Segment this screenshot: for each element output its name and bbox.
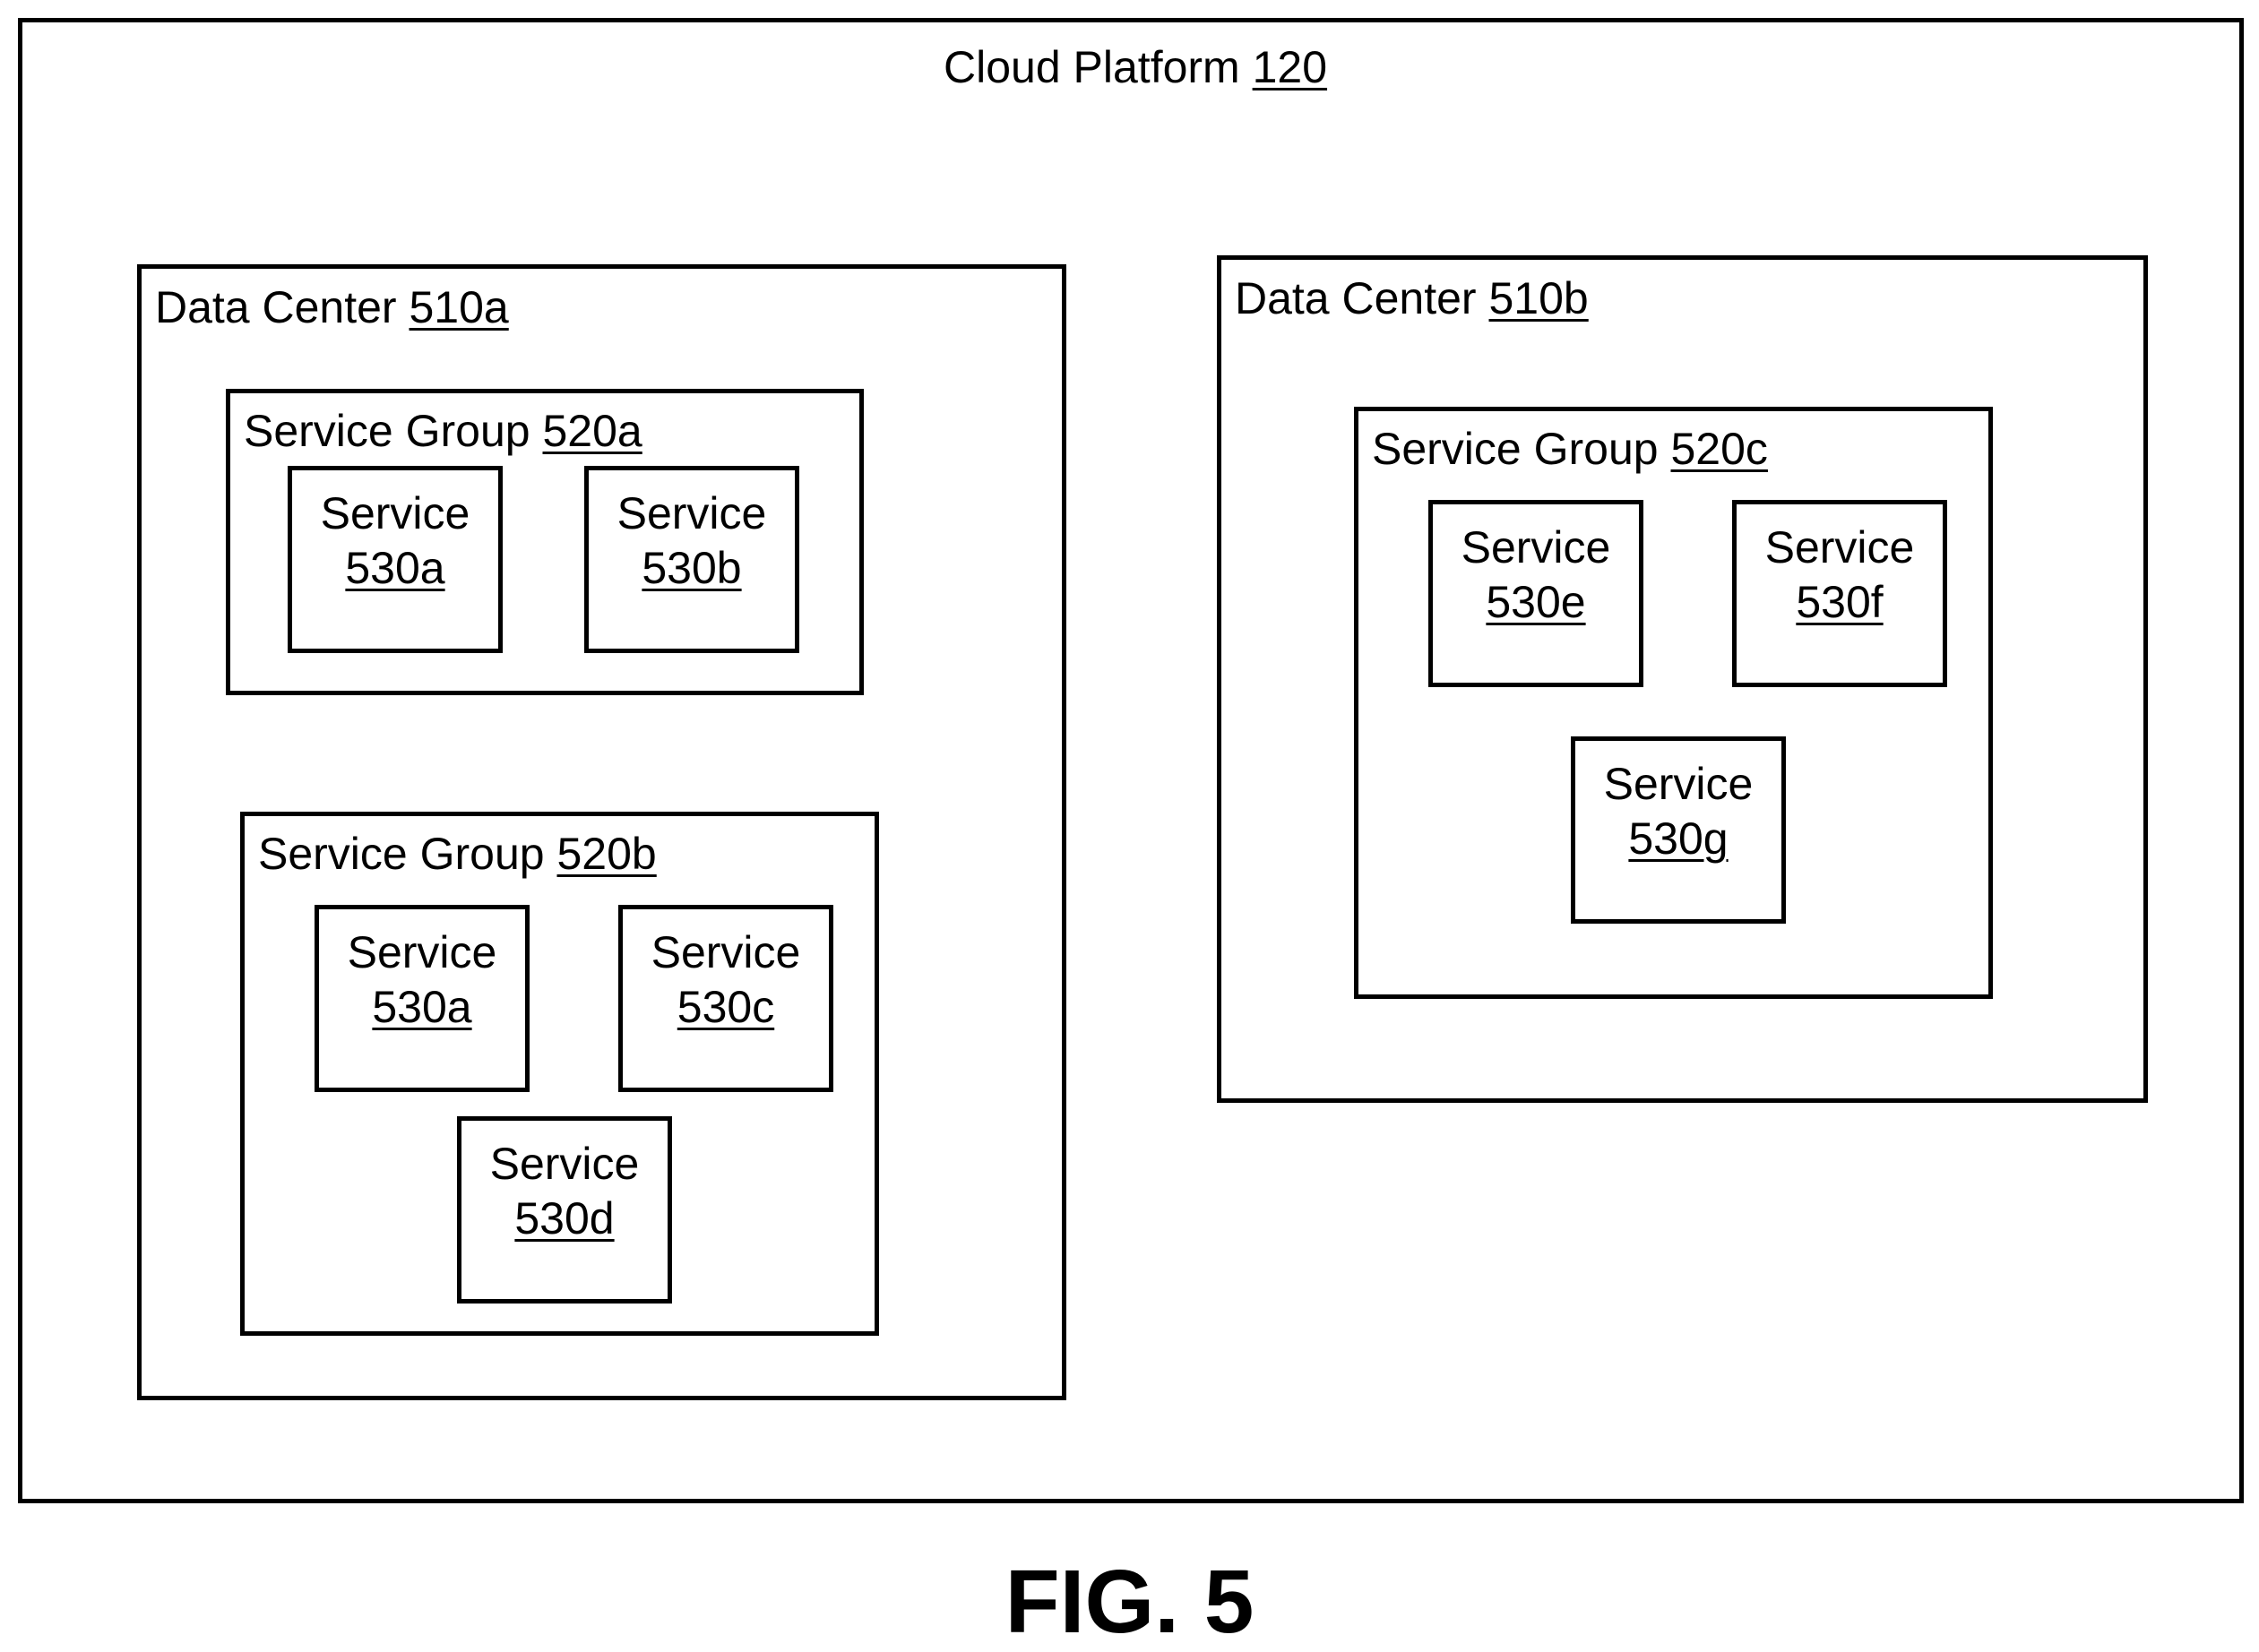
service-group-520b-label: Service Group 520b (258, 831, 657, 876)
data-center-510b-name: Data Center (1235, 273, 1477, 323)
data-center-510b-ref: 510b (1489, 273, 1589, 323)
service-group-520c-label: Service Group 520c (1372, 426, 1768, 471)
service-group-520b-name: Service Group (258, 829, 545, 879)
service-530c-ref: 530c (623, 980, 829, 1035)
service-group-520a-ref: 520a (543, 406, 642, 456)
service-530c-name: Service (623, 925, 829, 980)
service-530g-ref: 530g (1575, 812, 1781, 866)
service-530b-name: Service (589, 486, 795, 541)
data-center-510b-label: Data Center 510b (1235, 276, 1589, 321)
cloud-platform-name: Cloud Platform (944, 42, 1240, 92)
service-530g-name: Service (1575, 757, 1781, 812)
figure-label: FIG. 5 (0, 1557, 2259, 1647)
cloud-platform-label: Cloud Platform 120 (944, 45, 1327, 90)
service-530d-ref: 530d (461, 1192, 668, 1246)
service-530a-second-name: Service (319, 925, 525, 980)
service-530a-ref: 530a (292, 541, 498, 596)
data-center-510a-name: Data Center (155, 282, 397, 332)
service-530b-box: Service 530b (584, 466, 799, 653)
service-530g-box: Service 530g (1571, 736, 1786, 924)
data-center-510a-ref: 510a (410, 282, 509, 332)
service-group-520c-ref: 520c (1671, 424, 1768, 474)
service-530f-box: Service 530f (1732, 500, 1947, 687)
service-530f-ref: 530f (1737, 575, 1943, 630)
service-530a-second-ref: 530a (319, 980, 525, 1035)
service-530a-name: Service (292, 486, 498, 541)
service-530e-name: Service (1433, 521, 1639, 575)
service-530d-box: Service 530d (457, 1116, 672, 1304)
service-530d-name: Service (461, 1137, 668, 1192)
service-530e-ref: 530e (1433, 575, 1639, 630)
service-group-520b-ref: 520b (557, 829, 657, 879)
service-group-520a-name: Service Group (244, 406, 530, 456)
service-group-520a-label: Service Group 520a (244, 409, 642, 453)
service-530e-box: Service 530e (1428, 500, 1643, 687)
cloud-platform-ref: 120 (1253, 42, 1327, 92)
data-center-510a-label: Data Center 510a (155, 285, 509, 330)
service-530b-ref: 530b (589, 541, 795, 596)
service-group-520c-name: Service Group (1372, 424, 1659, 474)
service-530a-second-box: Service 530a (315, 905, 530, 1092)
service-530c-box: Service 530c (618, 905, 833, 1092)
service-530f-name: Service (1737, 521, 1943, 575)
service-530a-box: Service 530a (288, 466, 503, 653)
